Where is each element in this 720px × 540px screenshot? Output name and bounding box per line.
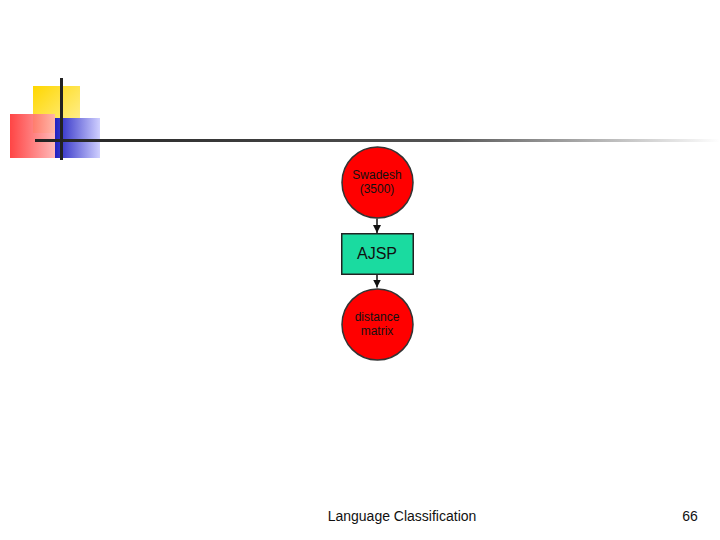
process-box: AJSP bbox=[341, 233, 414, 275]
process-circle: Swadesh (3500) bbox=[341, 146, 414, 219]
node-text: distance matrix bbox=[348, 310, 406, 339]
red-square bbox=[10, 114, 55, 158]
circle-shape bbox=[342, 289, 413, 360]
box-shape bbox=[341, 234, 413, 275]
flow-arrow bbox=[376, 275, 378, 288]
flow-arrow bbox=[376, 219, 378, 234]
node-text: Swadesh (3500) bbox=[348, 168, 406, 197]
rule-line bbox=[35, 139, 720, 142]
node-text: AJSP bbox=[357, 244, 397, 263]
page-number: 66 bbox=[682, 508, 698, 524]
footer-text: Language Classification bbox=[328, 508, 477, 524]
vertical-rule bbox=[60, 78, 63, 160]
circle-shape bbox=[342, 147, 413, 218]
process-circle: distance matrix bbox=[341, 288, 414, 361]
